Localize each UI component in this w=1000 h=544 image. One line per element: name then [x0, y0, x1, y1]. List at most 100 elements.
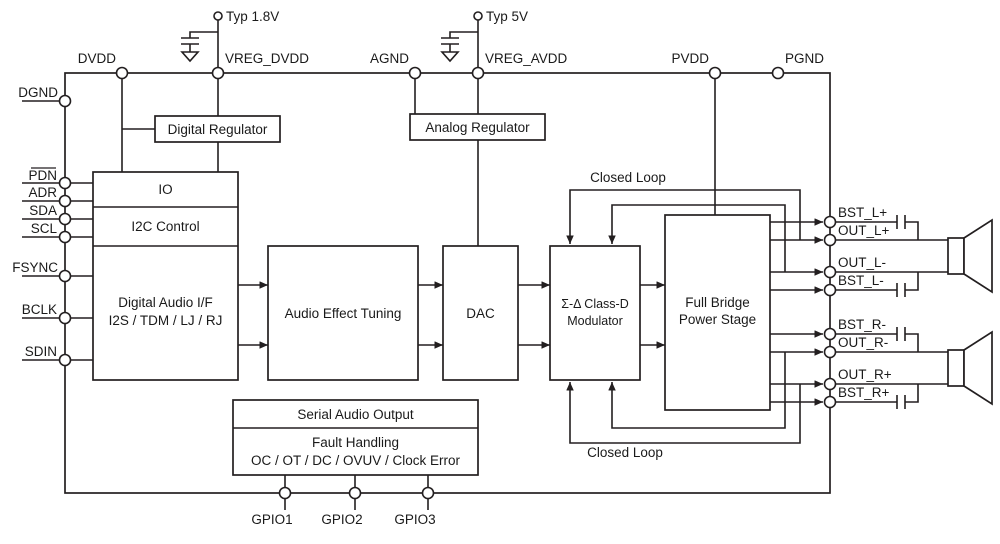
block-serial-audio-fault: Serial Audio Output Fault Handling OC / … — [232, 399, 479, 476]
speaker-right-icon — [947, 330, 993, 406]
pin-dvdd — [115, 66, 129, 80]
pin-bst-l-plus — [823, 215, 837, 229]
closed-loop-bottom-inner — [608, 352, 786, 429]
pin-pgnd — [771, 66, 785, 80]
block-dac: DAC — [442, 245, 519, 381]
block-label-fault-1: Fault Handling — [312, 435, 399, 450]
section-dividers — [93, 206, 238, 247]
pin-label-scl: SCL — [31, 221, 58, 236]
pin-label-dgnd: DGND — [18, 85, 58, 100]
pin-label-bst-r-minus: BST_R- — [838, 317, 886, 332]
chip-boundary — [64, 72, 831, 494]
pin-scl — [58, 230, 72, 244]
capacitor-icon — [441, 37, 459, 45]
bootstrap-capacitors — [896, 215, 906, 409]
pin-label-bclk: BCLK — [22, 302, 57, 317]
pin-label-gpio3: GPIO3 — [394, 512, 435, 527]
block-label-2: Modulator — [567, 314, 623, 328]
closed-loop-top-inner — [608, 204, 786, 272]
block-label-fault-2: OC / OT / DC / OVUV / Clock Error — [251, 453, 461, 468]
pin-label-bst-l-minus: BST_L- — [838, 273, 884, 288]
pin-label-gpio1: GPIO1 — [251, 512, 292, 527]
pin-label-dvdd: DVDD — [78, 51, 117, 66]
pin-pvdd — [708, 66, 722, 80]
signal-arrows — [238, 189, 823, 444]
supply-decoupling — [180, 37, 460, 63]
pin-gpio2 — [348, 486, 362, 500]
left-pin-leads — [22, 100, 60, 361]
supply-label-5v: Typ 5V — [486, 9, 528, 24]
block-label: Audio Effect Tuning — [285, 306, 402, 321]
pin-fsync — [58, 269, 72, 283]
pin-bst-r-plus — [823, 395, 837, 409]
block-label: DAC — [466, 306, 495, 321]
gpio-external-stubs — [284, 498, 429, 510]
pin-out-r-plus — [823, 377, 837, 391]
pin-label-out-r-minus: OUT_R- — [838, 335, 888, 350]
bst-r-minus-ext-wire — [835, 333, 919, 352]
block-class-d-modulator: Σ-Δ Class-D Modulator — [549, 245, 641, 381]
bst-l-minus-ext-wire — [835, 272, 919, 291]
gpio-internal-stubs — [284, 475, 429, 488]
pin-label-pdn: PDN — [28, 168, 57, 183]
capacitor-icon — [896, 283, 906, 297]
capacitor-icon — [896, 327, 906, 341]
pin-label-gpio2: GPIO2 — [321, 512, 362, 527]
pin-label-bst-l-plus: BST_L+ — [838, 205, 887, 220]
pin-label-pvdd: PVDD — [671, 51, 709, 66]
block-label: Analog Regulator — [425, 120, 530, 135]
capacitor-icon — [181, 37, 199, 45]
pin-label-bst-r-plus: BST_R+ — [838, 385, 890, 400]
pin-pdn — [58, 176, 72, 190]
block-label-1: Full Bridge — [685, 295, 750, 310]
pin-bst-r-minus — [823, 327, 837, 341]
block-label-sao: Serial Audio Output — [297, 407, 414, 422]
supply-terminal-1v8 — [213, 11, 223, 21]
supply-label-1v8: Typ 1.8V — [226, 9, 279, 24]
pin-label-out-r-plus: OUT_R+ — [838, 367, 892, 382]
closed-loop-label-top: Closed Loop — [590, 170, 666, 185]
block-label: Digital Regulator — [168, 122, 268, 137]
pin-label-out-l-plus: OUT_L+ — [838, 223, 890, 238]
pin-label-sda: SDA — [29, 203, 57, 218]
pin-labels: Typ 1.8V Typ 5V DVDD VREG_DVDD AGND VREG… — [12, 9, 892, 527]
pin-out-l-plus — [823, 233, 837, 247]
closed-loop-top-outer — [566, 189, 801, 244]
pin-label-pgnd: PGND — [785, 51, 824, 66]
pin-bst-l-minus — [823, 283, 837, 297]
pin-sdin — [58, 353, 72, 367]
block-analog-regulator: Analog Regulator — [409, 113, 546, 141]
cap-branch-1v8 — [189, 31, 218, 52]
closed-loop-bottom-outer — [566, 382, 801, 444]
block-audio-effect-tuning: Audio Effect Tuning — [267, 245, 419, 381]
pin-gpio3 — [421, 486, 435, 500]
wires — [22, 20, 948, 510]
bst-r-plus-ext-wire — [835, 384, 919, 403]
left-pin-internal-wires — [70, 182, 93, 361]
pin-agnd — [408, 66, 422, 80]
pin-out-r-minus — [823, 345, 837, 359]
pin-label-agnd: AGND — [370, 51, 409, 66]
bst-l-plus-ext-wire — [835, 221, 919, 240]
block-label-1: Σ-Δ Class-D — [561, 297, 628, 311]
pin-vreg-dvdd — [211, 66, 225, 80]
pin-label-vreg-avdd: VREG_AVDD — [485, 51, 568, 66]
block-label-i2c: I2C Control — [131, 219, 199, 234]
block-io-i2c-dai: IO I2C Control Digital Audio I/F I2S / T… — [92, 171, 239, 381]
pin-dgnd — [58, 94, 72, 108]
pin-gpio1 — [278, 486, 292, 500]
pin-adr — [58, 194, 72, 208]
ground-icon — [180, 51, 200, 63]
pin-vreg-avdd — [471, 66, 485, 80]
ground-icon — [440, 51, 460, 63]
pin-label-adr: ADR — [28, 185, 57, 200]
pin-label-vreg-dvdd: VREG_DVDD — [225, 51, 309, 66]
supply-terminal-5v — [473, 11, 483, 21]
capacitor-icon — [896, 395, 906, 409]
block-full-bridge-power-stage: Full Bridge Power Stage — [664, 214, 771, 411]
pin-out-l-minus — [823, 265, 837, 279]
pin-label-fsync: FSYNC — [12, 260, 58, 275]
pin-bclk — [58, 311, 72, 325]
